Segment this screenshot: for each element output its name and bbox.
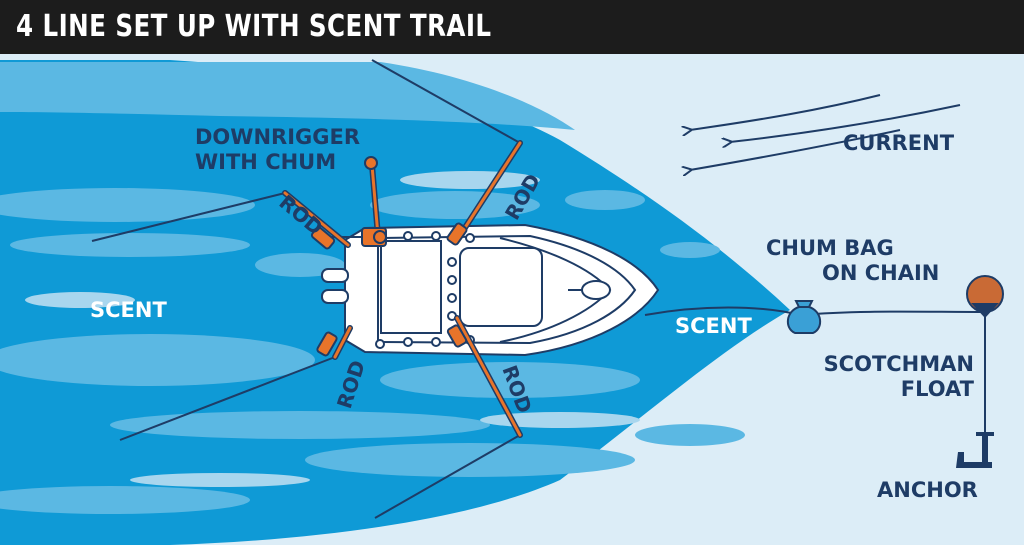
boat-icon <box>321 223 660 357</box>
chum-bag-label: CHUM BAG ON CHAIN <box>766 236 939 286</box>
scent-label-right: SCENT <box>675 314 752 338</box>
downrigger-label-line2: WITH CHUM <box>195 150 337 174</box>
title-bar: 4 LINE SET UP WITH SCENT TRAIL <box>0 0 1024 54</box>
chum-bag-icon <box>787 300 821 334</box>
current-label: CURRENT <box>843 131 955 155</box>
downrigger-icon <box>330 156 387 247</box>
rod-holder-icon <box>282 140 523 438</box>
current-arrow-icon <box>690 94 961 170</box>
scotchman-label-line1: SCOTCHMAN <box>823 352 974 376</box>
float-icon <box>966 275 1004 318</box>
downrigger-label: DOWNRIGGER WITH CHUM <box>195 125 360 175</box>
scotchman-label-line2: FLOAT <box>900 377 974 401</box>
anchor-icon <box>956 432 994 468</box>
chum-bag-label-line2: ON CHAIN <box>822 261 940 285</box>
scent-label-left: SCENT <box>90 298 167 322</box>
water-highlights <box>25 171 640 487</box>
chum-bag-label-line1: CHUM BAG <box>766 236 894 260</box>
fishing-lines <box>91 59 521 519</box>
diagram-title: 4 LINE SET UP WITH SCENT TRAIL <box>16 9 492 44</box>
scotchman-float-label: SCOTCHMAN FLOAT <box>808 352 974 402</box>
downrigger-label-line1: DOWNRIGGER <box>195 125 360 149</box>
anchor-label: ANCHOR <box>877 478 978 502</box>
water-streaks <box>0 62 745 514</box>
